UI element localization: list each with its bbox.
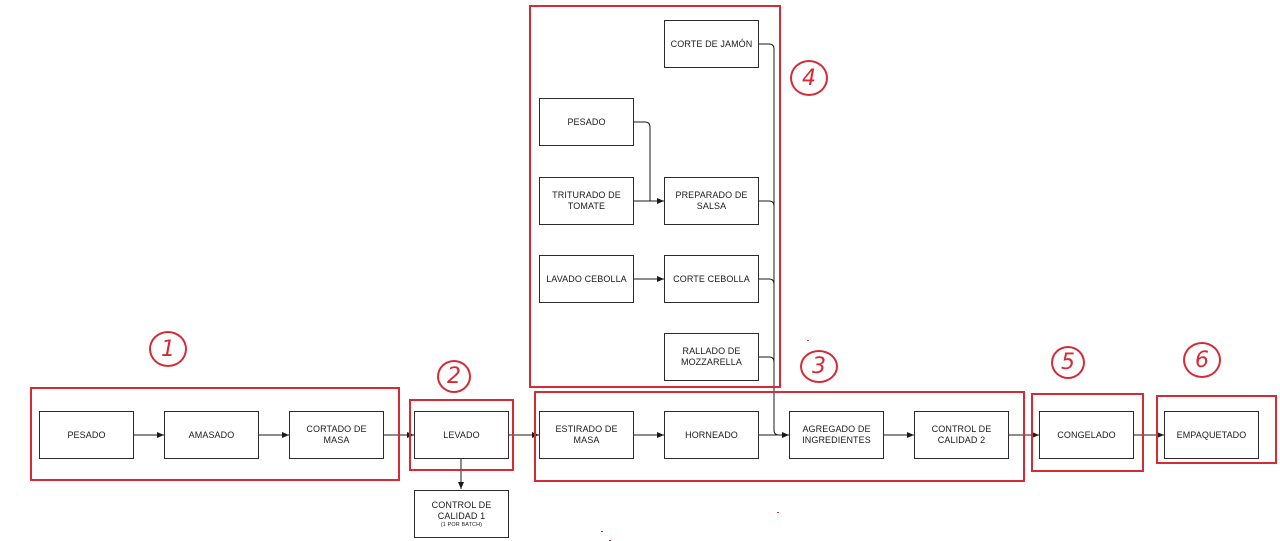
process-label-line2: MOZZARELLA: [680, 357, 742, 367]
process-note: (1 POR BATCH): [440, 521, 483, 528]
process-label-line2: INGREDIENTES: [802, 435, 871, 445]
process-label-line2: MASA: [323, 435, 350, 445]
process-label-line2: MASA: [573, 435, 600, 445]
process-label-line1: PREPARADO DE: [675, 190, 748, 200]
process-label-line1: CONTROL DE: [931, 424, 992, 434]
process-label: PESADO: [567, 116, 606, 127]
process-box-pesado-salsa: PESADO: [539, 98, 634, 146]
process-label-line2: CALIDAD 2: [937, 435, 986, 445]
process-box-corte-cebolla: CORTE CEBOLLA: [664, 255, 759, 303]
pen-dot: [601, 531, 603, 532]
group-6-frame: [1156, 395, 1277, 464]
process-box-levado: LEVADO: [414, 411, 509, 459]
group-1-frame: [30, 387, 400, 481]
connector-mozzarella-bus: [759, 356, 775, 363]
process-box-corte-de-jamon: CORTE DE JAMÓN: [664, 20, 759, 68]
group-5-frame: [1031, 393, 1144, 472]
process-box-empaquetado: EMPAQUETADO: [1164, 411, 1259, 459]
group-4-marker: 4: [790, 60, 828, 96]
process-label: LAVADO CEBOLLA: [546, 273, 627, 284]
process-label: AMASADO: [188, 429, 235, 440]
connector-pesado-preparado: [634, 121, 651, 201]
group-3-frame: [534, 391, 1025, 482]
pen-dot: [807, 340, 809, 341]
process-box-lavado-cebolla: LAVADO CEBOLLA: [539, 255, 634, 303]
group-3-marker: 3: [800, 350, 838, 383]
pen-dot: [777, 512, 779, 513]
process-label-line2: TOMATE: [567, 201, 606, 211]
process-label-line2: CALIDAD 1: [437, 510, 486, 521]
process-label: CORTE DE JAMÓN: [670, 38, 753, 49]
process-label-line1: CORTADO DE: [306, 424, 367, 434]
process-label-line1: ESTIRADO DE: [555, 424, 618, 434]
group-1-marker: 1: [149, 331, 187, 367]
group-5-marker: 5: [1051, 346, 1085, 379]
process-label: CORTE CEBOLLA: [673, 273, 750, 284]
process-label: PESADO: [67, 429, 106, 440]
process-label: EMPAQUETADO: [1176, 429, 1247, 440]
group-4-frame: [529, 5, 781, 388]
process-box-congelado: CONGELADO: [1039, 411, 1134, 459]
connector-salsa-bus: [759, 200, 775, 207]
process-label-line1: RALLADO DE: [682, 346, 741, 356]
process-box-pesado: PESADO: [39, 411, 134, 459]
process-label-line1: TRITURADO DE: [552, 190, 621, 200]
process-label: LEVADO: [443, 429, 480, 440]
process-label-line2: SALSA: [696, 201, 727, 211]
process-box-horneado: HORNEADO: [664, 411, 759, 459]
group-2-frame: [409, 399, 514, 471]
group-6-marker: 6: [1183, 342, 1221, 378]
connector-bus-agregado: [773, 429, 780, 436]
process-label-line1: CONTROL DE: [431, 499, 492, 510]
process-label-line1: AGREGADO DE: [802, 424, 871, 434]
process-box-amasado: AMASADO: [164, 411, 259, 459]
connector-cebolla-bus: [759, 278, 775, 285]
group-2-marker: 2: [437, 360, 471, 393]
process-label: HORNEADO: [685, 429, 738, 440]
process-label: CONGELADO: [1057, 429, 1116, 440]
connector-jamon-bus: [759, 43, 775, 430]
